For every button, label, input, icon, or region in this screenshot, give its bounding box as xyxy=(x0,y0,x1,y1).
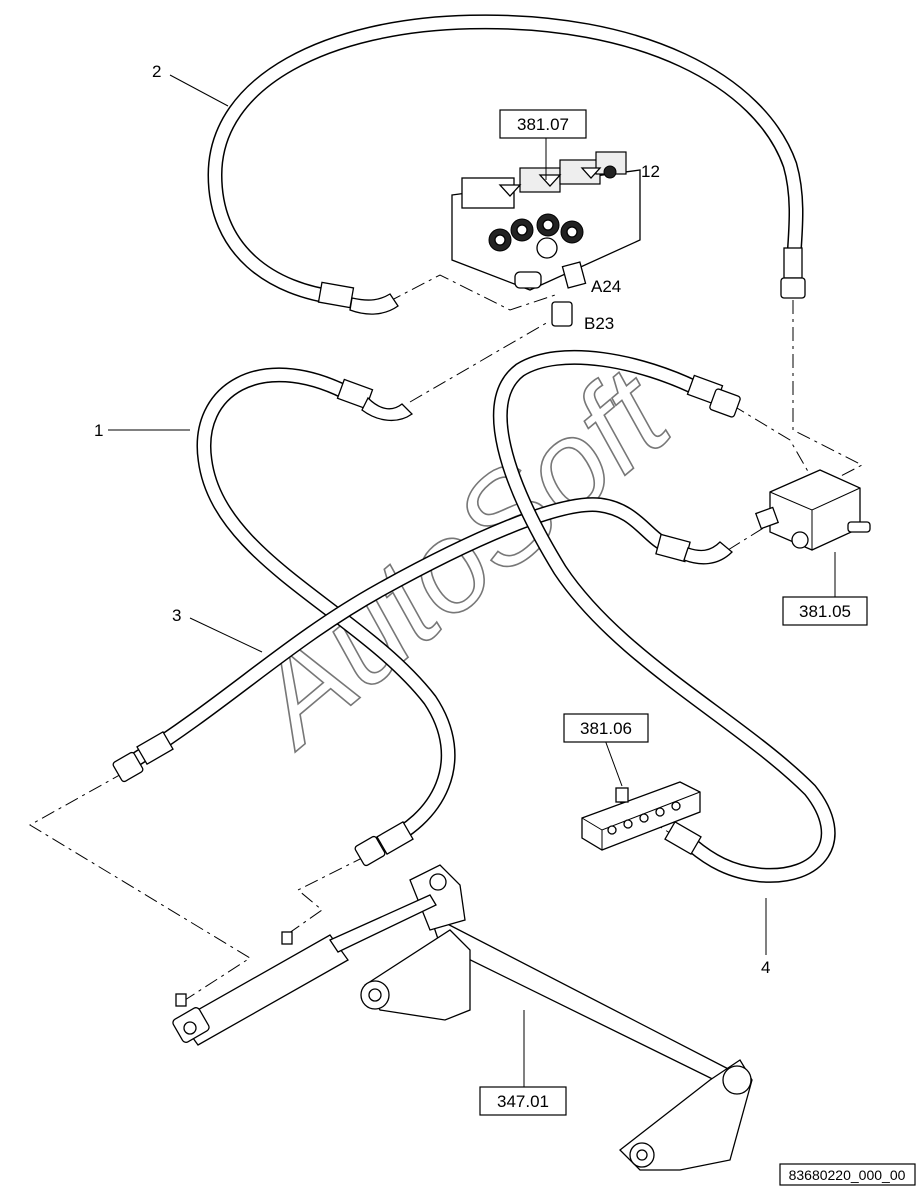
connection-line-hose-1-cylinder xyxy=(281,855,367,939)
connection-lines xyxy=(29,274,864,1001)
reference-lift-arm-text: 347.01 xyxy=(497,1092,549,1111)
leader-manifold xyxy=(604,739,623,787)
lift-arm-assembly xyxy=(360,864,753,1171)
callout-fitting-12: 12 xyxy=(641,162,660,181)
hose-3 xyxy=(112,497,733,783)
reference-valve-small-text: 381.05 xyxy=(799,602,851,621)
reference-boxes: 381.07 381.05 381.06 347.01 xyxy=(479,109,868,1116)
reference-valve-block: 381.07 xyxy=(499,109,587,139)
hose-4 xyxy=(492,349,836,883)
manifold xyxy=(581,781,701,851)
callout-hose-4: 4 xyxy=(761,958,770,977)
hydraulic-cylinder xyxy=(172,894,437,1046)
watermark: AutoSoft xyxy=(220,341,698,775)
callout-port-a24: A24 xyxy=(591,277,621,296)
hose-2 xyxy=(207,14,806,315)
reference-valve-small: 381.05 xyxy=(782,596,868,626)
connection-line-381-05-top xyxy=(792,300,864,489)
connection-line-381-05-side xyxy=(731,404,811,476)
valve-block xyxy=(451,151,641,327)
hose-1 xyxy=(196,367,456,867)
reference-manifold: 381.06 xyxy=(563,713,649,743)
callout-port-b23: B23 xyxy=(584,314,614,333)
valve-small xyxy=(754,469,871,551)
callout-labels: 2 1 3 4 12 A24 B23 xyxy=(94,62,770,977)
connection-line-valve-fitting xyxy=(727,526,766,551)
drawing-code-text: 83680220_000_00 xyxy=(789,1167,906,1183)
connection-line-a24 xyxy=(387,274,556,311)
drawing-code-box: 83680220_000_00 xyxy=(779,1163,916,1186)
leader-lines xyxy=(108,74,836,1087)
reference-lift-arm: 347.01 xyxy=(479,1086,567,1116)
reference-manifold-text: 381.06 xyxy=(580,719,632,738)
connection-line-hose-3-cylinder xyxy=(29,771,251,1001)
leader-hose-3 xyxy=(189,617,263,653)
reference-valve-block-text: 381.07 xyxy=(517,115,569,134)
callout-hose-2: 2 xyxy=(152,62,161,81)
callout-hose-1: 1 xyxy=(94,421,103,440)
callout-hose-3: 3 xyxy=(172,606,181,625)
leader-hose-2 xyxy=(169,74,229,107)
watermark-text: AutoSoft xyxy=(221,341,698,774)
